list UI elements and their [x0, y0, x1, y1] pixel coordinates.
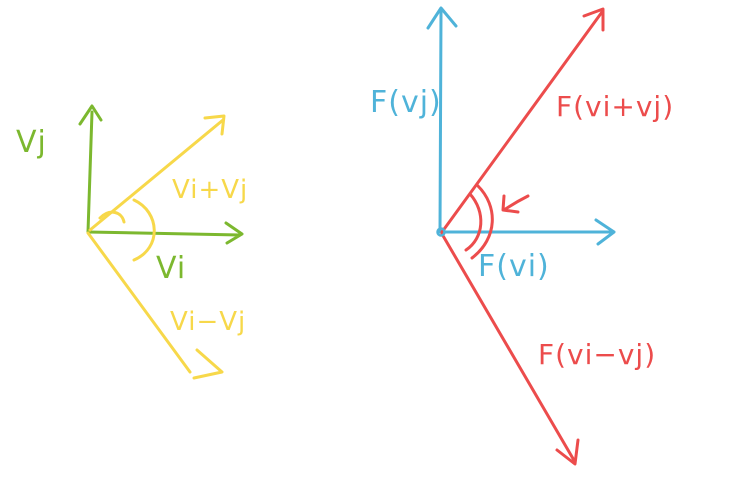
right-diagram: F(vj) F(vi) F(vi+vj) F(vi−vj): [370, 6, 674, 466]
f-vi-axis-arrow: [438, 218, 616, 246]
angle-pointer-arrow: [501, 194, 530, 214]
f-sum-vector-arrow: [440, 7, 605, 234]
f-angle-arc-outer: [470, 184, 494, 260]
origin-point: [436, 227, 446, 237]
difference-vector-arrow: [86, 231, 224, 380]
label-vi: Vi: [156, 251, 186, 286]
vj-axis-arrow: [78, 104, 103, 234]
left-diagram: Vj Vi Vi+Vj Vi−Vj: [16, 104, 248, 380]
label-f-vi-plus-vj: F(vi+vj): [556, 90, 674, 123]
f-difference-vector-arrow: [440, 232, 580, 466]
label-vi-minus-vj: Vi−Vj: [170, 307, 246, 337]
label-f-vi: F(vi): [478, 249, 550, 284]
vi-axis-arrow: [86, 221, 244, 245]
f-angle-arc-inner: [464, 192, 483, 252]
f-vj-axis-arrow: [426, 6, 458, 234]
angle-arc-inner: [98, 210, 126, 224]
label-vj: Vj: [16, 125, 47, 160]
angle-arc-outer: [132, 198, 156, 262]
label-f-vi-minus-vj: F(vi−vj): [538, 338, 656, 371]
label-f-vj: F(vj): [370, 85, 442, 120]
label-vi-plus-vj: Vi+Vj: [172, 175, 248, 205]
